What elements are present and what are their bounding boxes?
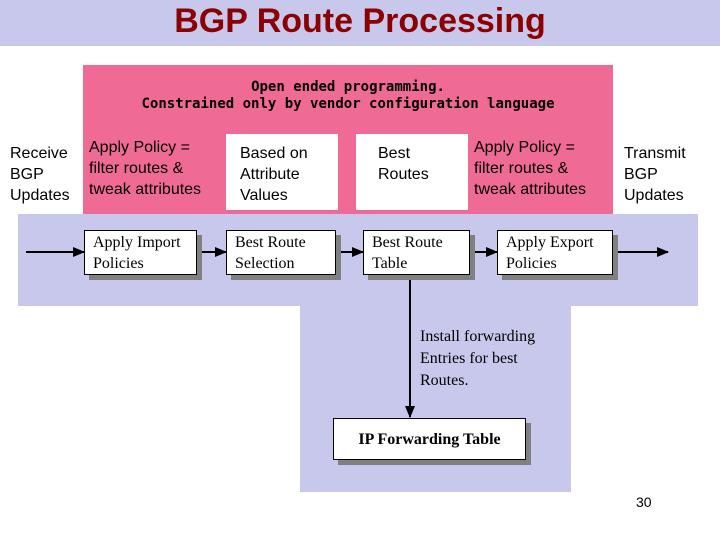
- banner-line-2: Constrained only by vendor configuration…: [141, 96, 555, 112]
- banner-line-1: Open ended programming.: [251, 79, 445, 95]
- apply-policy-in-label: Apply Policy = filter routes & tweak att…: [89, 139, 202, 198]
- best-routes-panel: [356, 134, 468, 210]
- banner-text: Open ended programming. Constrained only…: [83, 79, 613, 113]
- transmit-label: Transmit BGP Updates: [624, 145, 686, 204]
- install-label: Install forwarding Entries for best Rout…: [420, 328, 536, 389]
- route-table-box: Best Route Table: [363, 230, 470, 275]
- based-on-label: Based on Attribute Values: [240, 145, 308, 204]
- route-selection-box: Best Route Selection: [226, 230, 336, 275]
- apply-policy-out-label: Apply Policy = filter routes & tweak att…: [474, 139, 587, 198]
- receive-label: Receive BGP Updates: [10, 145, 70, 204]
- based-on-panel: [226, 134, 338, 210]
- import-policies-box: Apply Import Policies: [84, 230, 197, 275]
- export-policies-box: Apply Export Policies: [497, 230, 613, 275]
- forwarding-table-box: IP Forwarding Table: [333, 418, 526, 460]
- best-routes-label: Best Routes: [378, 145, 429, 183]
- page-title: BGP Route Processing: [174, 2, 546, 40]
- page-number: 30: [636, 494, 652, 510]
- title-bar: [0, 0, 720, 46]
- forwarding-panel: [300, 306, 571, 492]
